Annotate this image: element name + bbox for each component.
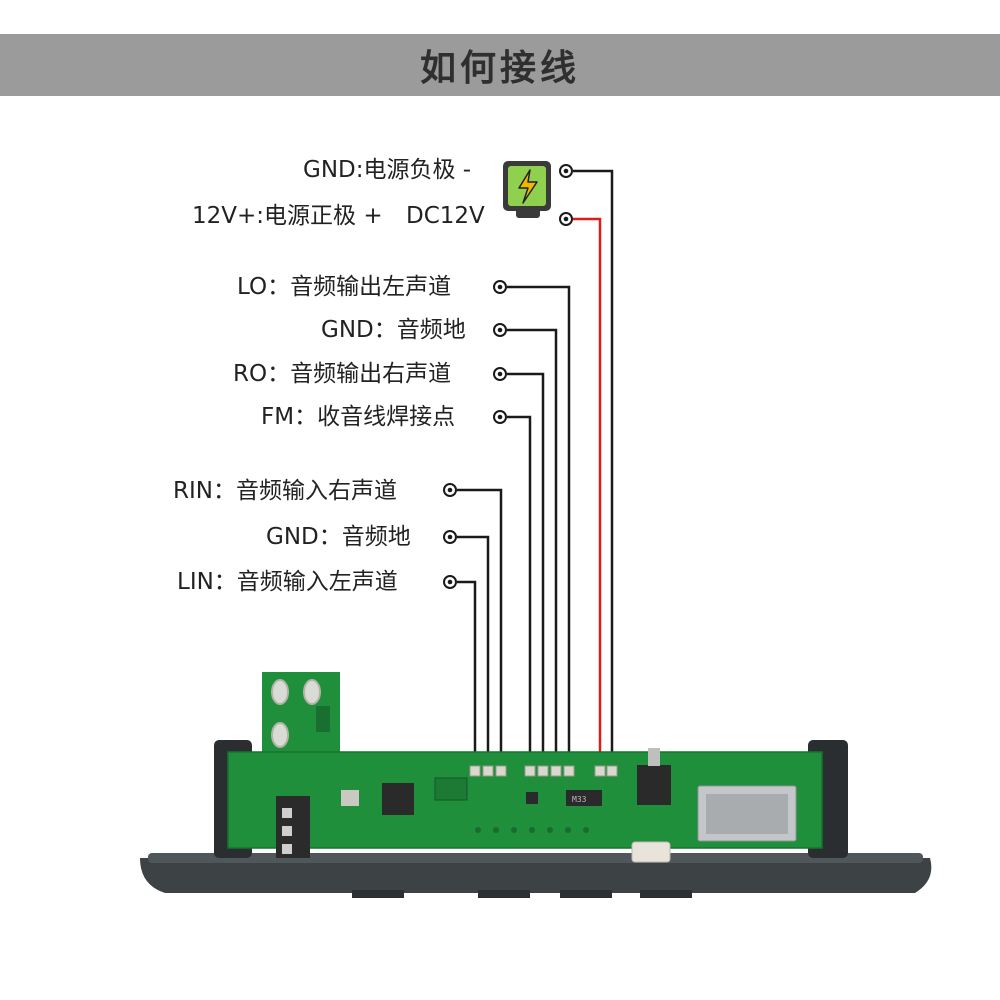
wire-ro (507, 372, 545, 768)
audio-in-rin-label: RIN：音频输入右声道 (173, 478, 397, 504)
power-supply-icon (503, 161, 551, 218)
page-title: 如何接线 (419, 48, 580, 89)
module-board: M33 (140, 672, 932, 898)
wires (457, 169, 614, 768)
connection-rings (443, 164, 573, 589)
wire-power-gnd (573, 169, 614, 768)
wire-fm (507, 415, 532, 768)
power-supply-label: DC12V (406, 203, 485, 229)
wire-lin (457, 580, 477, 768)
wire-lo (507, 285, 571, 768)
svg-text:M33: M33 (572, 795, 587, 804)
power-vcc-label: 12V+:电源正极 + (192, 203, 383, 229)
wire-gnd-out (507, 328, 558, 768)
wire-gnd-in (457, 535, 490, 768)
title-banner: 如何接线 (0, 34, 1000, 96)
audio-out-gnd-label: GND：音频地 (321, 317, 466, 343)
audio-out-ro-label: RO：音频输出右声道 (233, 361, 452, 387)
audio-in-gnd-label: GND：音频地 (266, 524, 411, 550)
wire-rin (457, 488, 503, 768)
power-gnd-label: GND:电源负极 - (303, 157, 472, 183)
wire-power-vcc (573, 217, 602, 768)
audio-out-lo-label: LO：音频输出左声道 (237, 274, 452, 300)
fm-label: FM：收音线焊接点 (261, 404, 456, 430)
audio-in-lin-label: LIN：音频输入左声道 (177, 569, 398, 595)
